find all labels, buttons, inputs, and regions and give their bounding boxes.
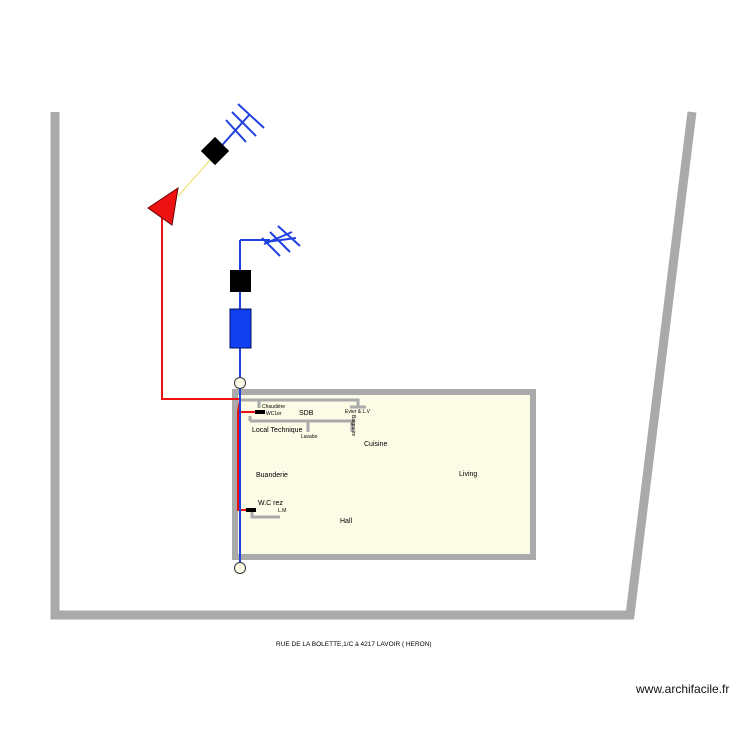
label-hall: Hall xyxy=(340,518,353,525)
watermark: www.archifacile.fr xyxy=(635,682,729,696)
red-pipe xyxy=(161,210,240,400)
label-wc-rez: W.C rez xyxy=(258,500,283,507)
water-meter-icon xyxy=(229,308,252,349)
antenna-icon xyxy=(261,225,301,257)
valve-box-icon xyxy=(230,270,251,292)
pipe-end-icon xyxy=(234,562,246,574)
outer-wall xyxy=(50,111,697,620)
label-local-technique: Local Technique xyxy=(252,427,303,434)
label-chaudiere: Chaudière xyxy=(262,404,285,410)
wc1er-fixture xyxy=(255,410,265,414)
label-baignoire: Baignoire xyxy=(350,415,356,436)
antenna-icon xyxy=(215,103,265,153)
address-label: RUE DE LA BOLETTE,1/C à 4217 LAVOIR ( HE… xyxy=(276,641,432,648)
triangle-red-icon xyxy=(147,186,179,226)
label-buanderie: Buanderie xyxy=(256,472,288,479)
label-wc1er: WC1er xyxy=(266,411,282,417)
yellow-link xyxy=(177,157,213,197)
drain-lines xyxy=(240,398,366,519)
label-lm: L.M xyxy=(278,508,286,514)
pipe-end-icon xyxy=(234,377,246,389)
label-living: Living xyxy=(459,471,477,478)
wc-rez-fixture xyxy=(246,508,256,512)
label-evier: Evier & L.V xyxy=(345,409,371,415)
label-lavabo: Lavabo xyxy=(301,434,318,440)
label-sdb: SDB xyxy=(299,410,314,417)
label-cuisine: Cuisine xyxy=(364,441,387,448)
